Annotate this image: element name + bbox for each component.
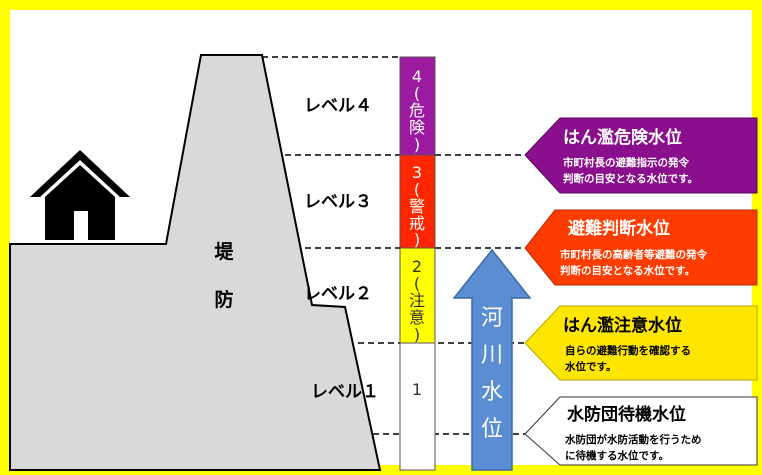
danger-level-sign	[524, 117, 758, 194]
level-1-label: レベル１	[311, 382, 379, 402]
level-2-char-3: 意	[409, 308, 425, 327]
level-4-number: 4	[412, 67, 422, 86]
house-icon	[30, 150, 130, 240]
level-4-char-4: )	[414, 135, 420, 154]
level-3-char-1: (	[414, 180, 420, 199]
level-3-label: レベル３	[304, 192, 372, 212]
river-level-char-4: 位	[481, 417, 503, 442]
level-4-label: レベル４	[304, 96, 372, 116]
level-1-cell	[399, 342, 436, 471]
level-2-cell	[399, 247, 436, 344]
level-3-char-2: 警	[409, 197, 425, 216]
level-3-char-3: 戒	[409, 214, 425, 233]
level-4-char-3: 険	[409, 118, 425, 137]
level-3-number: 3	[412, 163, 422, 182]
level-4-char-2: 危	[409, 101, 425, 120]
level-2-number: 2	[412, 257, 422, 276]
level-2-char-1: (	[414, 274, 420, 293]
standby-level-sign	[524, 396, 758, 466]
embankment-label-2: 防	[214, 288, 233, 311]
caution-level-desc-2: 水位です。	[564, 360, 616, 373]
standby-level-title: 水防団待機水位	[567, 404, 686, 425]
level-4-char-1: (	[414, 84, 420, 103]
embankment-label-1: 堤	[214, 241, 234, 263]
danger-level-title: はん濫危険水位	[563, 127, 682, 148]
level-1-number: 1	[412, 380, 422, 399]
evacuation-level-desc-1: 市町村長の高齢者等避難の発令	[560, 248, 707, 261]
river-level-char-2: 川	[481, 343, 503, 368]
evacuation-level-title: 避難判断水位	[568, 218, 670, 239]
embankment	[9, 54, 382, 471]
standby-level-desc-1: 水防団が水防活動を行うため	[564, 433, 702, 446]
river-level-char-3: 水	[481, 380, 503, 405]
river-level-char-1: 河	[481, 306, 503, 331]
level-3-cell	[399, 154, 436, 249]
danger-level-desc-1: 市町村長の避難指示の発令	[563, 156, 689, 169]
caution-level-title: はん濫注意水位	[563, 315, 682, 336]
caution-level-desc-1: 自らの避難行動を確認する	[565, 344, 691, 357]
level-2-char-2: 注	[409, 291, 425, 310]
standby-level-desc-2: に待機する水位です。	[565, 449, 669, 462]
river-level-arrow	[452, 248, 532, 471]
caution-level-sign	[524, 305, 758, 381]
evacuation-level-sign	[524, 209, 758, 286]
level-3-char-4: )	[414, 230, 420, 249]
danger-level-desc-2: 判断の目安となる水位です。	[563, 172, 698, 185]
evacuation-level-desc-2: 判断の目安となる水位です。	[560, 264, 695, 277]
level-2-label: レベル２	[304, 284, 372, 304]
level-2-char-4: )	[414, 325, 420, 344]
level-4-cell	[399, 56, 436, 156]
